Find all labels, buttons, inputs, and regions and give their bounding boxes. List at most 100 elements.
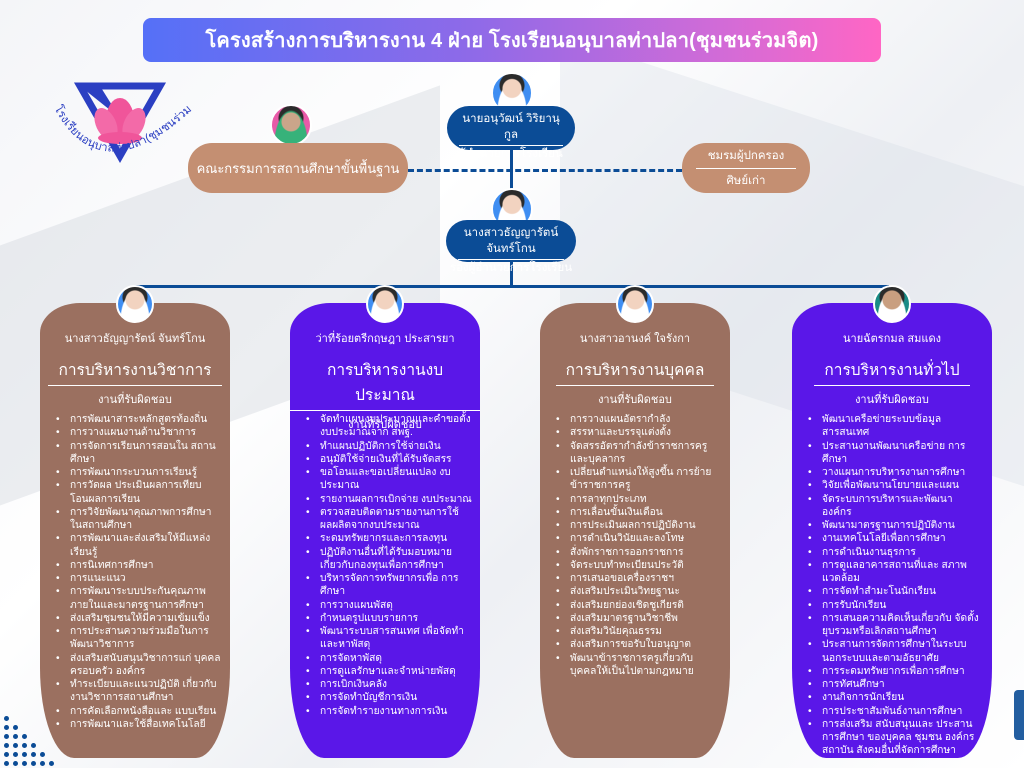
decorative-dot	[22, 734, 27, 739]
decorative-dot	[22, 743, 27, 748]
duty-list: การวางแผนอัตรากำลังสรรหาและบรรจุแต่งตั้ง…	[550, 413, 722, 678]
decorative-dot	[40, 761, 45, 766]
duty-item: ตรวจสอบติดตามรายงานการใช้ ผลผลิตจากงบประ…	[306, 506, 472, 533]
duty-item: ส่งเสริมยกย่องเชิดชูเกียรติ	[556, 599, 722, 613]
department-head-photo	[366, 285, 404, 323]
decorative-dot	[13, 743, 18, 748]
lotus-triangle-logo-icon: โรงเรียนอนุบาลท่าปลา(ชุมชนร่วมจิต)	[36, 68, 194, 164]
decorative-dot	[4, 743, 9, 748]
duty-item: ส่งเสริมชุมชนให้มีความเข้มแข็ง	[56, 612, 222, 626]
department-title: การบริหารงานงบประมาณ	[290, 357, 480, 411]
school-logo: โรงเรียนอนุบาลท่าปลา(ชุมชนร่วมจิต)	[36, 68, 200, 188]
board-label: คณะกรรมการสถานศึกษาขั้นพื้นฐาน	[196, 160, 400, 176]
duty-item: การเลื่อนขั้นเงินเดือน	[556, 506, 722, 520]
decorative-dot	[31, 743, 36, 748]
department-head-name: นางสาวธัญญารัตน์ จันทร์โกน	[64, 333, 206, 345]
duty-item: การประเมินผลการปฏิบัติงาน	[556, 519, 722, 533]
duty-item: การจัดทำบัญชีการเงิน	[306, 691, 472, 705]
duty-item: ส่งเสริมวินัยคุณธรรม	[556, 625, 722, 639]
duty-item: สั่งพักราชการออกราชการ	[556, 546, 722, 560]
decorative-dot	[49, 761, 54, 766]
duty-item: เปลี่ยนตำแหน่งให้สูงขึ้น การย้ายข้าราชกา…	[556, 466, 722, 493]
duty-item: การเสนอความคิดเห็นเกี่ยวกับ จัดตั้งยุบรว…	[808, 612, 984, 639]
decorative-dot	[13, 752, 18, 757]
department-subtitle: งานที่รับผิดชอบ	[98, 394, 172, 406]
duty-item: การนิเทศการศึกษา	[56, 559, 222, 573]
duty-item: การเสนอขอเครื่องราชฯ	[556, 572, 722, 586]
duty-item: การประสานความร่วมมือในการ พัฒนาวิชาการ	[56, 625, 222, 652]
board-photo	[270, 104, 312, 146]
duty-item: การวางแผนอัตรากำลัง	[556, 413, 722, 427]
dashed-connector	[408, 169, 682, 172]
duty-item: รายงานผลการเบิกจ่าย งบประมาณ	[306, 493, 472, 507]
duty-item: ประสานการจัดการศึกษาในระบบ นอกระบบและตาม…	[808, 638, 984, 665]
duty-item: การพัฒนาสาระหลักสูตรท้องถิ่น	[56, 413, 222, 427]
duty-item: ทำแผนปฏิบัติการใช้จ่ายเงิน	[306, 440, 472, 454]
duty-item: อนุมัติใช้จ่ายเงินที่ได้รับจัดสรร	[306, 453, 472, 467]
department-head-photo	[616, 285, 654, 323]
duty-item: การดูแลอาคารสถานที่และ สภาพแวดล้อม	[808, 559, 984, 586]
duty-list: การพัฒนาสาระหลักสูตรท้องถิ่นการวางแผนงาน…	[50, 413, 222, 731]
duty-item: จัดทำแผนงบประมาณและคำขอตั้งงบประมาณจาก ส…	[306, 413, 472, 440]
duty-item: วางแผนการบริหารงานการศึกษา	[808, 466, 984, 480]
page-title: โครงสร้างการบริหารงาน 4 ฝ่าย โรงเรียนอนุ…	[143, 18, 881, 62]
duty-item: การพัฒนาระบบประกันคุณภาพภายในและมาตรฐานก…	[56, 585, 222, 612]
duty-item: การดูแลรักษาและจำหน่ายพัสดุ	[306, 665, 472, 679]
duty-item: งานกิจการนักเรียน	[808, 691, 984, 705]
connector-line	[134, 285, 888, 288]
duty-item: การรับนักเรียน	[808, 599, 984, 613]
decorative-dot	[31, 752, 36, 757]
duty-item: การจัดทำรายงานทางการเงิน	[306, 705, 472, 719]
duty-item: การพัฒนากระบวนการเรียนรู้	[56, 466, 222, 480]
duty-item: ประสานงานพัฒนาเครือข่าย การศึกษา	[808, 440, 984, 467]
duty-item: การส่งเสริม สนับสนุนและ ประสานการศึกษา ข…	[808, 718, 984, 758]
deputy-position: รองผู้อำนวยการโรงเรียน	[449, 262, 573, 275]
duty-item: การดำเนินวินัยและลงโทษ	[556, 532, 722, 546]
duty-item: การพัฒนาและใช้สื่อเทคโนโลยี	[56, 718, 222, 732]
decorative-dot	[31, 761, 36, 766]
duty-item: การวางแผนงานด้านวิชาการ	[56, 426, 222, 440]
duty-item: สรรหาและบรรจุแต่งตั้ง	[556, 426, 722, 440]
duty-item: การจัดการเรียนการสอนใน สถานศึกษา	[56, 440, 222, 467]
duty-item: การระดมทรัพยากรเพื่อการศึกษา	[808, 665, 984, 679]
department-head-photo	[116, 285, 154, 323]
deputy-name: นางสาวธัญญารัตน์ จันทร์โกน	[458, 226, 564, 261]
duty-item: วิจัยเพื่อพัฒนานโยบายและแผน	[808, 479, 984, 493]
director-node: นายอนุวัฒน์ วิริยานุกูล ผู้อำนวยการโรงเร…	[447, 106, 575, 160]
department-title: การบริหารงานบุคคล	[555, 357, 715, 386]
department-head-name: นายฉัตรกมล สมแดง	[843, 333, 941, 345]
duty-item: ส่งเสริมสนับสนุนวิชาการแก่ บุคคล ครอบครั…	[56, 652, 222, 679]
duty-item: จัดระบบการบริหารและพัฒนา องค์กร	[808, 493, 984, 520]
duty-item: พัฒนามาตรฐานการปฏิบัติงาน	[808, 519, 984, 533]
duty-item: การประชาสัมพันธ์งานการศึกษา	[808, 705, 984, 719]
decorative-dot	[4, 752, 9, 757]
duty-item: งานเทคโนโลยีเพื่อการศึกษา	[808, 532, 984, 546]
decorative-dot	[13, 761, 18, 766]
department-personnel: นางสาวอานงค์ ใจรังกา การบริหารงานบุคคล ง…	[540, 285, 730, 758]
duty-item: พัฒนาระบบสารสนเทศ เพื่อจัดทำและหาพัสดุ	[306, 625, 472, 652]
duty-item: พัฒนาเครือข่ายระบบข้อมูล สารสนเทศ	[808, 413, 984, 440]
duty-item: การจัดทำสำมะโนนักเรียน	[808, 585, 984, 599]
duty-item: ระดมทรัพยากรและการลงทุน	[306, 532, 472, 546]
board-node: คณะกรรมการสถานศึกษาขั้นพื้นฐาน	[188, 143, 408, 193]
department-title: การบริหารงานวิชาการ	[48, 357, 222, 386]
deputy-node: นางสาวธัญญารัตน์ จันทร์โกน รองผู้อำนวยกา…	[446, 220, 576, 274]
decorative-dot	[40, 752, 45, 757]
duty-item: ทำระเบียบและแนวปฏิบัติ เกี่ยวกับงานวิชาก…	[56, 678, 222, 705]
department-budget: ว่าที่ร้อยตรีกฤษฎา ประสารยา การบริหารงาน…	[290, 285, 480, 758]
duty-item: การวิจัยพัฒนาคุณภาพการศึกษา ในสถานศึกษา	[56, 506, 222, 533]
decorative-dot	[4, 716, 9, 721]
decorative-dot	[13, 725, 18, 730]
decorative-bar	[1014, 690, 1024, 740]
decorative-dot	[22, 761, 27, 766]
department-subtitle: งานที่รับผิดชอบ	[855, 394, 929, 406]
duty-item: การวางแผนพัสดุ	[306, 599, 472, 613]
duty-item: การพัฒนาและส่งเสริมให้มีแหล่ง เรียนรู้	[56, 532, 222, 559]
duty-item: ขอโอนและขอเปลี่ยนแปลง งบประมาณ	[306, 466, 472, 493]
duty-item: ปฏิบัติงานอื่นที่ได้รับมอบหมาย เกี่ยวกับ…	[306, 546, 472, 573]
department-head-name: นางสาวอานงค์ ใจรังกา	[579, 333, 691, 345]
duty-list: พัฒนาเครือข่ายระบบข้อมูล สารสนเทศประสานง…	[802, 413, 984, 758]
decorative-dot	[4, 734, 9, 739]
connector-line	[510, 260, 513, 286]
duty-item: ส่งเสริมการขอรับใบอนุญาต	[556, 638, 722, 652]
